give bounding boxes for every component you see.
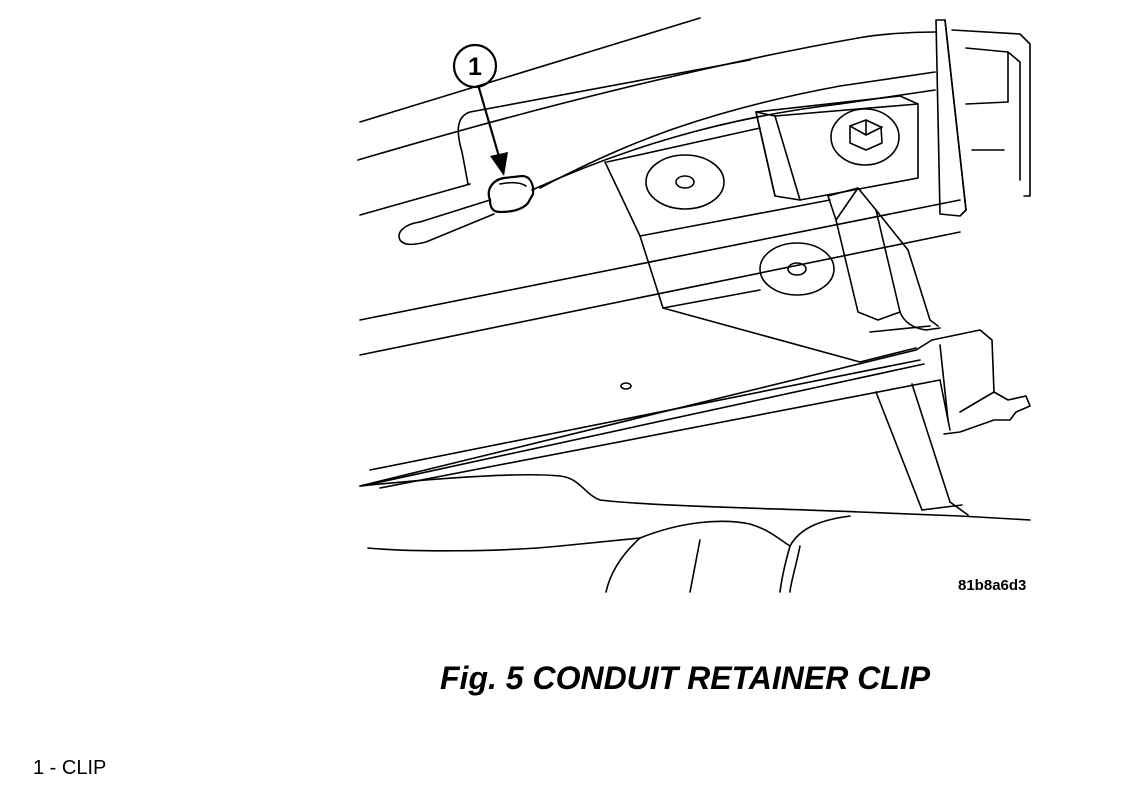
legend-item-clip: 1 - CLIP <box>33 757 107 779</box>
beam-end-clip <box>943 391 1031 435</box>
figure-caption: Fig. 5 CONDUIT RETAINER CLIP <box>440 660 931 696</box>
figure-code: 81b8a6d3 <box>958 577 1026 594</box>
conduit-strip <box>359 71 936 246</box>
support-post <box>827 187 941 333</box>
lower-trim-lines <box>359 473 1031 593</box>
mounting-bracket <box>604 127 917 363</box>
rivet-lower <box>759 242 835 296</box>
hole-mark <box>620 382 632 390</box>
callout-number: 1 <box>468 53 482 81</box>
hex-bolt-icon <box>830 108 900 166</box>
clip-part <box>487 174 535 214</box>
rivet-upper <box>645 154 725 210</box>
right-pillar <box>935 19 1031 217</box>
upper-trim-lines <box>357 17 936 161</box>
leader-arrowhead <box>490 152 508 176</box>
bolt-block <box>755 95 919 201</box>
main-beam <box>359 199 995 489</box>
callout-1: 1 <box>452 43 508 176</box>
lower-strut <box>875 344 969 516</box>
